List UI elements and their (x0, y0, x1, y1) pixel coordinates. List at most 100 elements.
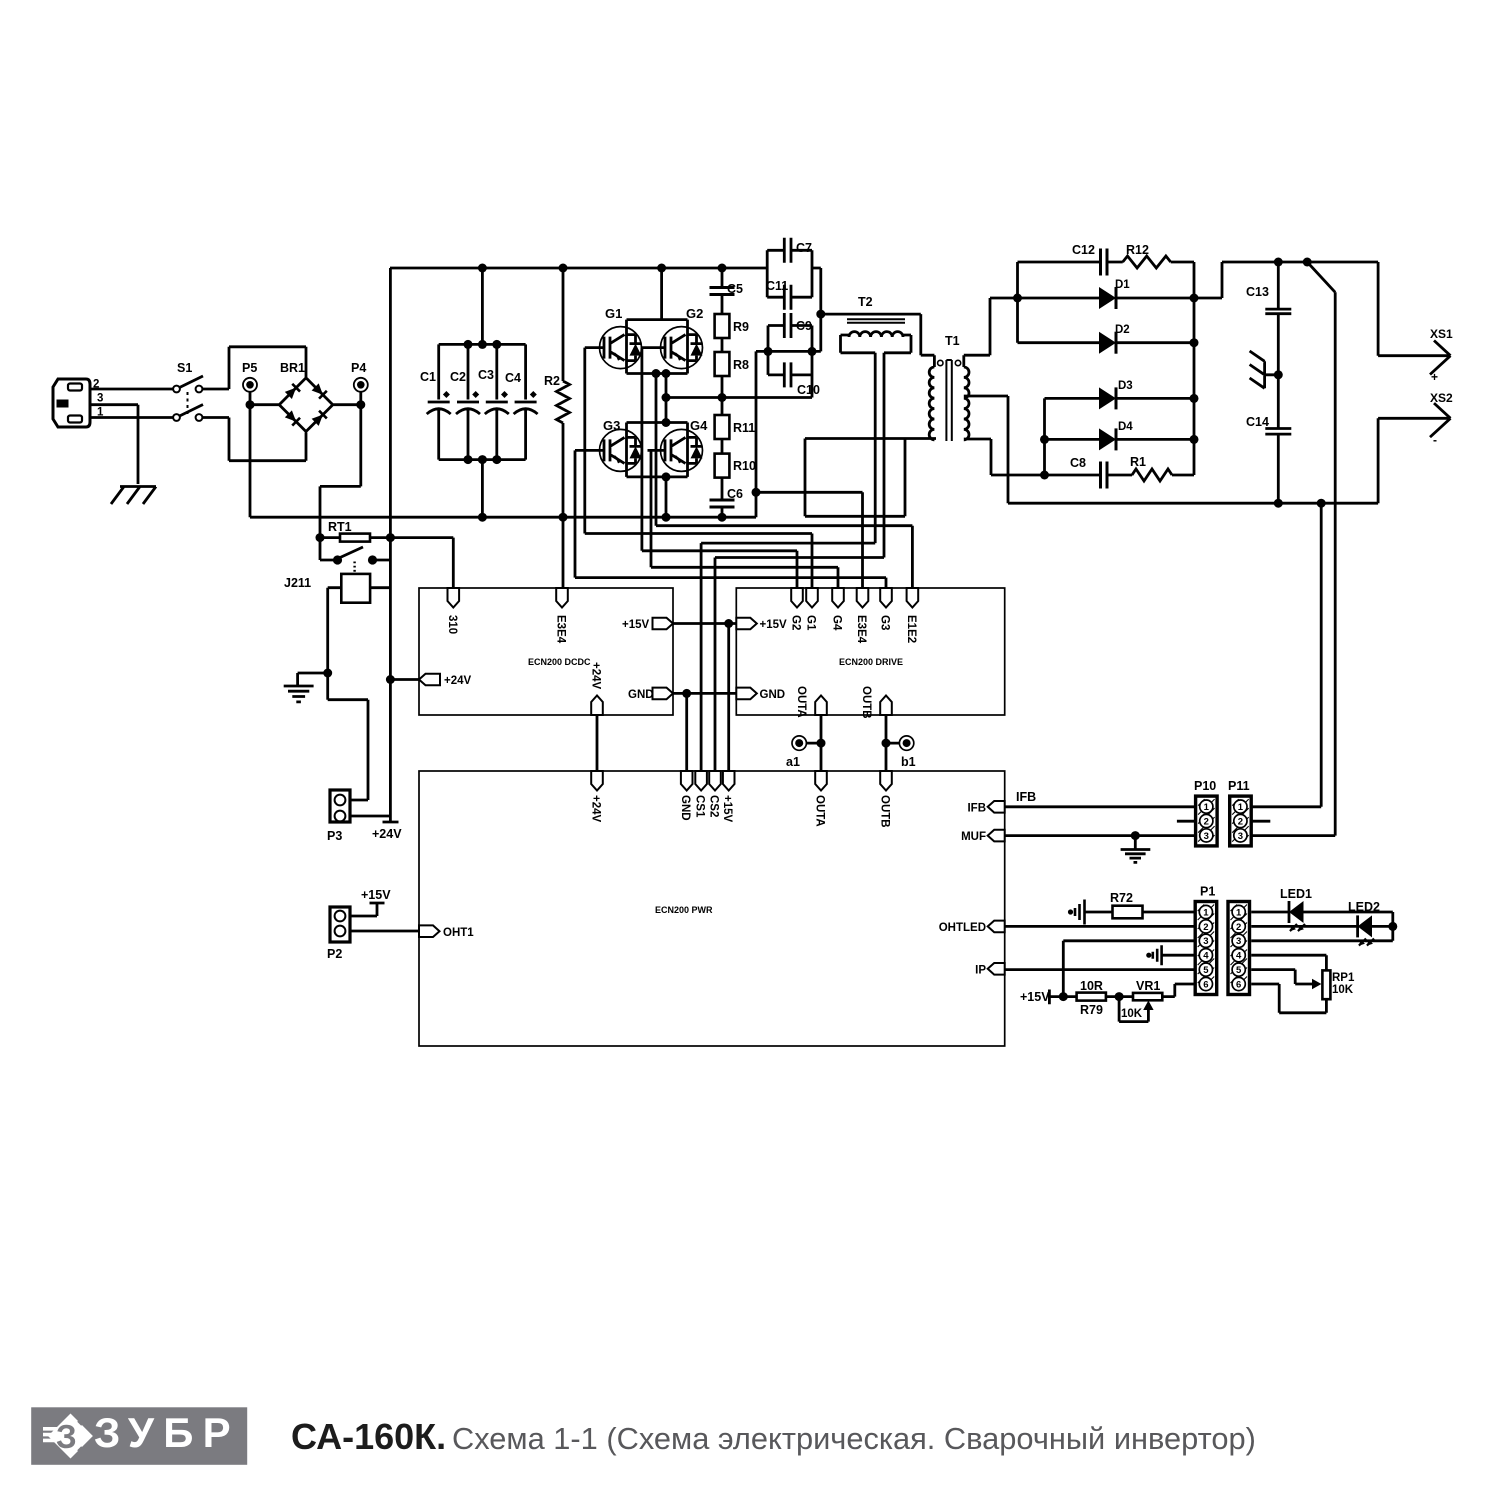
svg-text:P3: P3 (327, 829, 342, 843)
svg-text:C7: C7 (796, 241, 812, 255)
svg-text:+15V: +15V (1020, 990, 1050, 1004)
svg-text:10K: 10K (1332, 984, 1354, 996)
svg-text:C8: C8 (1070, 456, 1086, 470)
svg-text:D2: D2 (1115, 324, 1130, 336)
svg-text:ECN200 DRIVE: ECN200 DRIVE (839, 657, 903, 667)
svg-text:D1: D1 (1115, 279, 1130, 291)
svg-text:+: + (1431, 370, 1438, 384)
svg-text:ECN200 DCDC: ECN200 DCDC (528, 657, 591, 667)
svg-text:R9: R9 (733, 320, 749, 334)
svg-text:CS1: CS1 (694, 795, 706, 818)
svg-text:VR1: VR1 (1136, 979, 1160, 993)
svg-text:R11: R11 (733, 421, 755, 435)
svg-text:XS1: XS1 (1430, 327, 1453, 341)
svg-text:C11: C11 (766, 279, 788, 293)
svg-text:C10: C10 (797, 383, 820, 397)
svg-text:C9: C9 (796, 319, 812, 333)
svg-text:G2: G2 (790, 615, 802, 630)
svg-text:R8: R8 (733, 358, 749, 372)
svg-text:IFB: IFB (1016, 790, 1036, 804)
svg-text:IP: IP (975, 965, 986, 977)
svg-text:3: 3 (1203, 936, 1208, 947)
svg-text:5: 5 (1236, 965, 1242, 976)
svg-text:+15V: +15V (760, 619, 788, 631)
svg-text:+24V: +24V (590, 662, 602, 690)
svg-text:T2: T2 (858, 295, 873, 309)
svg-text:OUTB: OUTB (860, 686, 872, 719)
svg-text:LED2: LED2 (1348, 900, 1380, 914)
svg-text:P5: P5 (242, 361, 257, 375)
svg-text:IFB: IFB (967, 803, 986, 815)
svg-text:C6: C6 (727, 487, 743, 501)
svg-text:-: - (1433, 433, 1437, 447)
svg-text:C5: C5 (727, 282, 743, 296)
svg-text:P10: P10 (1194, 779, 1216, 793)
svg-text:P2: P2 (327, 947, 342, 961)
svg-text:4: 4 (1203, 951, 1209, 962)
svg-text:P4: P4 (351, 361, 366, 375)
svg-text:BR1: BR1 (280, 361, 305, 375)
svg-text:CS2: CS2 (708, 795, 720, 817)
svg-text:6: 6 (1203, 979, 1208, 990)
svg-text:C14: C14 (1246, 415, 1269, 429)
svg-text:a1: a1 (786, 755, 800, 769)
svg-text:2: 2 (1236, 922, 1241, 933)
svg-text:310: 310 (446, 615, 458, 634)
svg-text:LED1: LED1 (1280, 887, 1312, 901)
svg-text:1: 1 (1238, 802, 1244, 813)
svg-text:OUTA: OUTA (814, 795, 826, 827)
svg-text:P11: P11 (1228, 779, 1250, 793)
svg-text:СА-160К.: СА-160К. (291, 1416, 446, 1457)
svg-text:C12: C12 (1072, 243, 1095, 257)
svg-text:G1: G1 (605, 306, 622, 321)
svg-text:RP1: RP1 (1332, 972, 1355, 984)
svg-text:5: 5 (1203, 965, 1209, 976)
svg-text:3: 3 (1236, 936, 1241, 947)
svg-text:D4: D4 (1118, 421, 1133, 433)
svg-text:G3: G3 (603, 418, 620, 433)
svg-text:1: 1 (1203, 907, 1209, 918)
svg-text:C2: C2 (450, 370, 466, 384)
svg-text:E1E2: E1E2 (905, 615, 917, 643)
svg-text:+24V: +24V (444, 675, 472, 687)
svg-text:MUF: MUF (961, 831, 986, 843)
svg-text:1: 1 (1236, 907, 1242, 918)
svg-text:E3E4: E3E4 (555, 615, 567, 644)
svg-text:6: 6 (1236, 979, 1241, 990)
svg-text:1: 1 (1204, 802, 1210, 813)
svg-text:ЗУБР: ЗУБР (94, 1409, 240, 1456)
svg-text:C4: C4 (505, 371, 521, 385)
svg-text:T1: T1 (945, 334, 960, 348)
svg-text:b1: b1 (901, 755, 916, 769)
svg-text:C3: C3 (478, 368, 494, 382)
svg-text:R2: R2 (544, 374, 560, 388)
svg-text:4: 4 (1236, 951, 1242, 962)
svg-text:R10: R10 (733, 459, 756, 473)
svg-text:GND: GND (760, 689, 786, 701)
svg-text:P1: P1 (1200, 885, 1215, 899)
svg-text:З: З (56, 1418, 77, 1455)
svg-text:ECN200 PWR: ECN200 PWR (655, 905, 713, 915)
svg-text:G3: G3 (879, 615, 891, 630)
svg-text:E3E4: E3E4 (855, 615, 867, 644)
svg-text:D3: D3 (1118, 380, 1133, 392)
svg-text:G4: G4 (831, 615, 843, 631)
svg-text:G2: G2 (686, 306, 703, 321)
svg-text:3: 3 (97, 393, 103, 405)
svg-text:GND: GND (679, 795, 691, 821)
svg-text:G1: G1 (805, 615, 817, 631)
svg-text:RT1: RT1 (328, 520, 352, 534)
svg-text:10K: 10K (1121, 1008, 1143, 1020)
svg-text:R79: R79 (1080, 1003, 1103, 1017)
svg-text:GND: GND (628, 689, 654, 701)
svg-text:OHTLED: OHTLED (939, 922, 986, 934)
svg-text:G4: G4 (690, 418, 708, 433)
svg-text:2: 2 (1203, 922, 1208, 933)
svg-text:OUTA: OUTA (795, 686, 807, 718)
svg-text:R72: R72 (1110, 891, 1133, 905)
svg-text:OHT1: OHT1 (443, 927, 474, 939)
svg-text:2: 2 (1204, 816, 1209, 827)
svg-text:Схема 1-1 (Схема электрическая: Схема 1-1 (Схема электрическая. Сварочны… (452, 1421, 1256, 1456)
svg-text:+15V: +15V (361, 888, 391, 902)
svg-text:S1: S1 (177, 361, 192, 375)
